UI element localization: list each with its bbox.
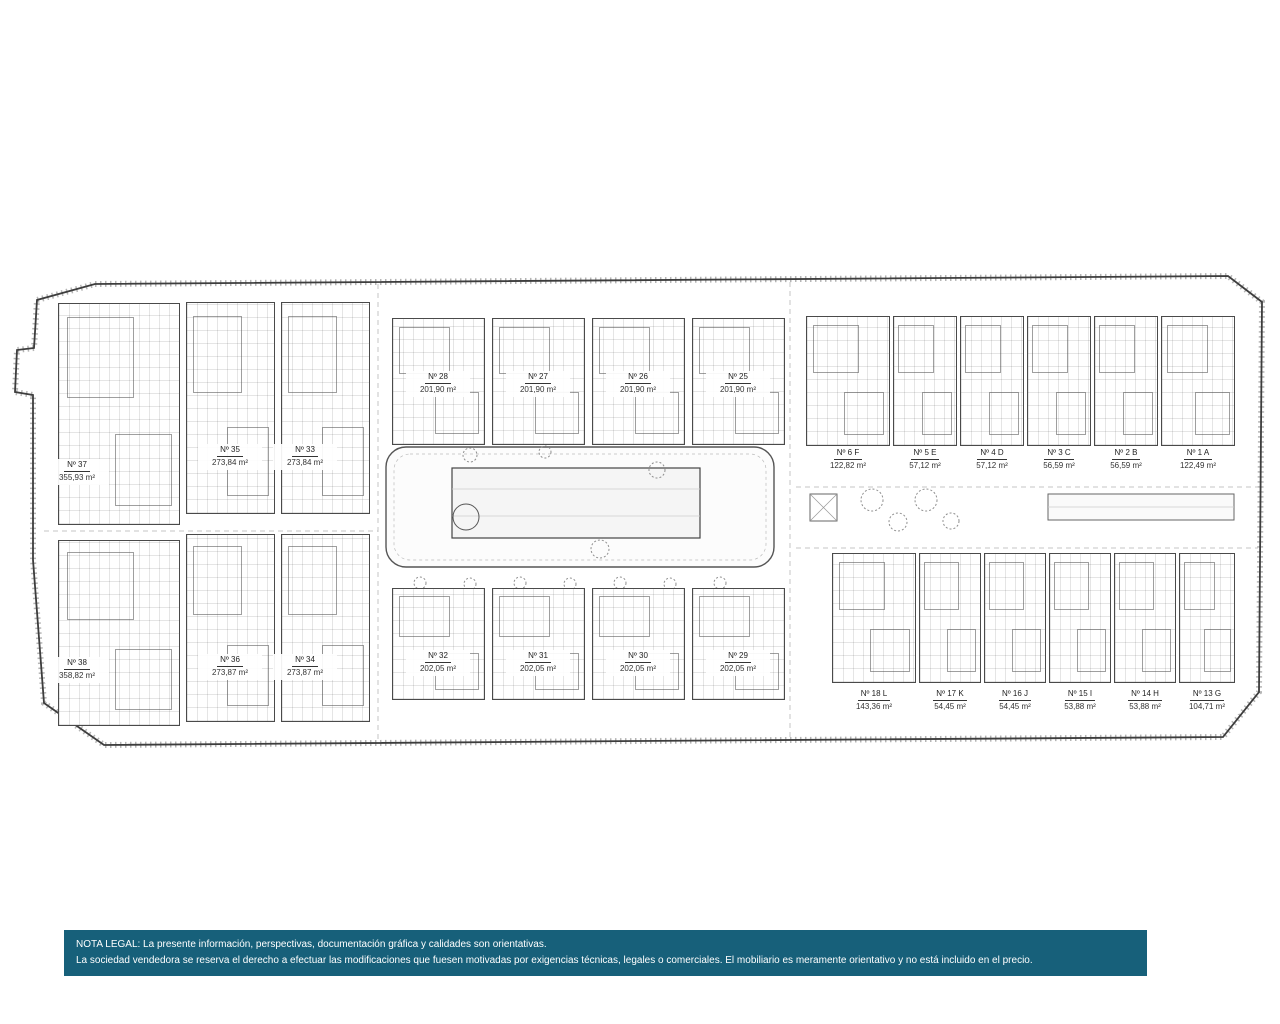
tree-icon: [914, 488, 938, 512]
unit-block-6F: [806, 316, 890, 446]
unit-block-35: [186, 302, 275, 514]
unit-block-38: [58, 540, 180, 726]
unit-block-32: [392, 588, 485, 700]
unit-block-4D: [960, 316, 1024, 446]
unit-block-36: [186, 534, 275, 722]
tree-icon: [648, 461, 666, 479]
unit-block-33: [281, 302, 370, 514]
courtyard: [385, 446, 775, 568]
unit-block-1A: [1161, 316, 1235, 446]
unit-block-30: [592, 588, 685, 700]
unit-block-13G: [1179, 553, 1235, 683]
pergola: [809, 493, 838, 522]
unit-block-2B: [1094, 316, 1158, 446]
tree-icon: [888, 512, 908, 532]
unit-block-14H: [1114, 553, 1176, 683]
unit-block-15I: [1049, 553, 1111, 683]
unit-block-5E: [893, 316, 957, 446]
tree-icon: [942, 512, 960, 530]
tree-icon: [538, 445, 552, 459]
unit-block-25: [692, 318, 785, 445]
unit-block-17K: [919, 553, 981, 683]
tree-icon: [590, 539, 610, 559]
unit-block-31: [492, 588, 585, 700]
legal-text-line1: NOTA LEGAL: La presente información, per…: [76, 939, 547, 950]
legal-banner: NOTA LEGAL: La presente información, per…: [64, 930, 1147, 976]
spa-pool: [452, 503, 480, 531]
tree-icon: [462, 447, 478, 463]
unit-block-37: [58, 303, 180, 525]
amenity-strip: [809, 493, 1235, 522]
pool: [451, 467, 701, 539]
unit-block-3C: [1027, 316, 1091, 446]
unit-block-29: [692, 588, 785, 700]
unit-block-34: [281, 534, 370, 722]
unit-block-16J: [984, 553, 1046, 683]
tree-icon: [860, 488, 884, 512]
walkways: [44, 282, 1258, 742]
unit-block-18L: [832, 553, 916, 683]
legal-text-line2: La sociedad vendedora se reserva el dere…: [76, 954, 1033, 966]
